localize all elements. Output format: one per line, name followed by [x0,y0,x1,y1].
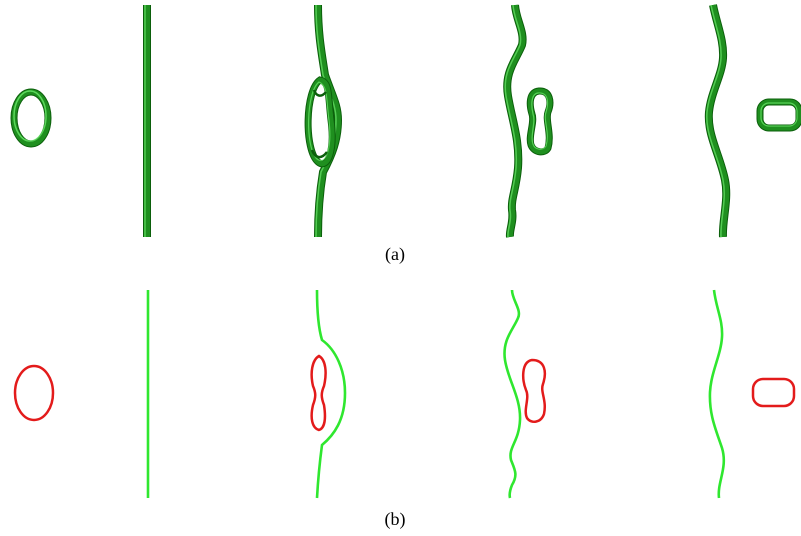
panel-a-frame-4-line [504,4,526,238]
panel-b-frame-5-line [708,289,726,499]
panel-a-frame-5-loop [757,99,801,131]
panel-a-frame-1 [10,88,52,148]
panel-b-frame-4-loop [521,358,547,423]
panel-a-frame-3-loop-pinch-bottom [310,149,328,159]
panel-b-frame-4-line [503,289,522,499]
panel-b-frame-1-loop [13,364,55,422]
panel-a-frame-5-line-highlight [706,4,725,238]
panel-a-frame-4 [503,4,554,238]
panel-b-caption: (b) [384,509,406,529]
panel-a-frame-2 [143,5,151,237]
panel-b [13,289,796,499]
panel-b-frame-3-line [315,289,347,499]
panel-a-frame-4-loop-highlight [531,92,549,150]
panel-a-frame-5-line [705,4,730,238]
panel-a-frame-5-loop-highlight [760,102,798,127]
panel-a-frame-3-line-highlight [315,4,337,238]
panel-a-caption: (a) [385,244,405,264]
panel-a-frame-5 [704,4,801,238]
panel-a [10,4,801,238]
panel-b-frame-5-loop [751,377,796,408]
panel-a-frame-3-loop-pinch-top [312,89,327,97]
panel-a-frame-3 [304,4,343,238]
panel-a-frame-4-line-highlight [504,4,522,238]
panel-a-frame-3-loop-highlight [308,81,331,162]
panel-a-frame-3-line [315,4,342,238]
panel-a-frame-1-ring-highlight [13,90,47,142]
panel-a-frame-5-loop-shadow [756,98,801,132]
panel-a-frame-4-loop [527,88,553,155]
panel-b-frame-3-loop [310,354,327,432]
